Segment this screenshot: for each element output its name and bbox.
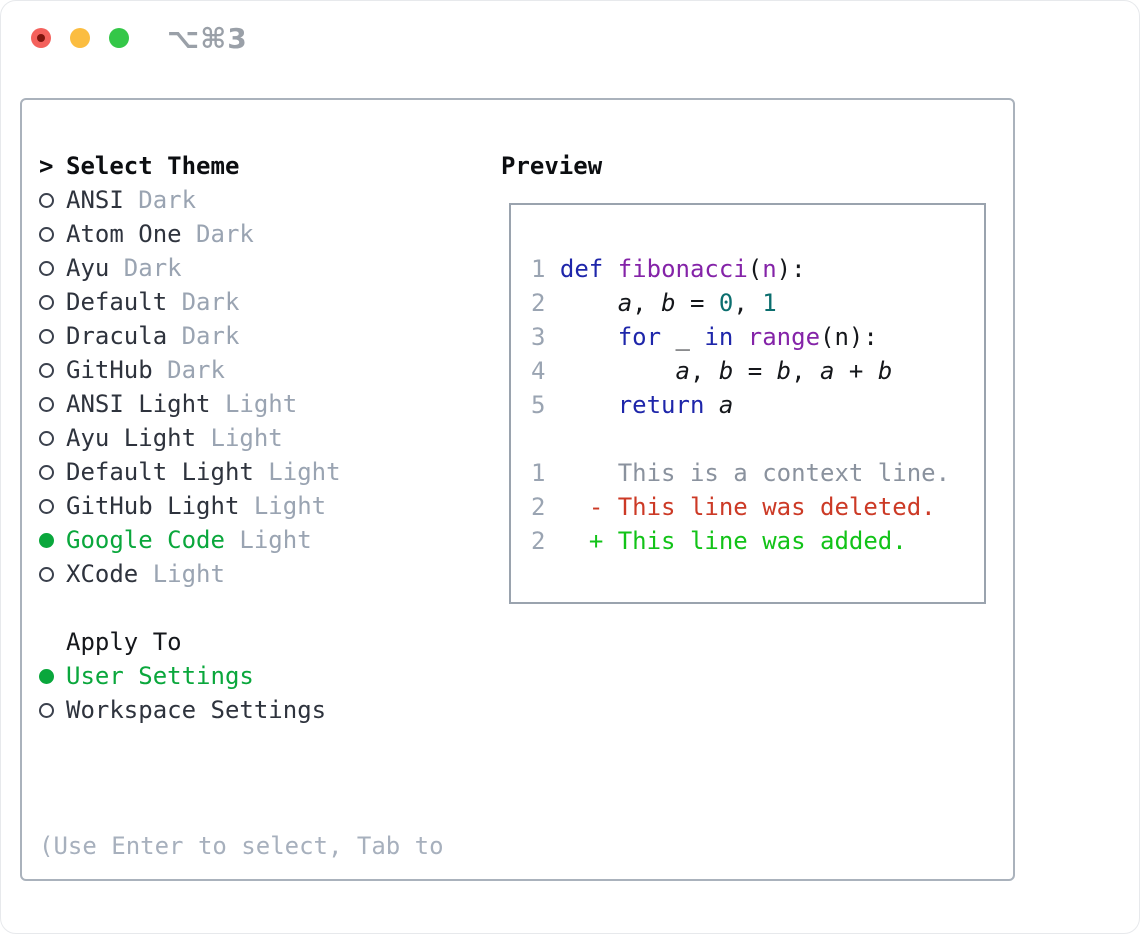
code-line: 3 for _ in range(n):	[531, 323, 878, 351]
theme-option-github-light[interactable]: GitHub Light Light	[39, 489, 444, 523]
select-theme-header: > Select Theme	[39, 149, 444, 183]
help-text: (Use Enter to select, Tab to change focu…	[39, 761, 444, 933]
theme-option-ayu-light[interactable]: Ayu Light Light	[39, 421, 444, 455]
radio-icon	[39, 226, 54, 242]
minimize-button[interactable]	[70, 28, 90, 48]
theme-option-default-light[interactable]: Default Light Light	[39, 455, 444, 489]
line-number: 2	[531, 527, 560, 555]
code-line: 2 - This line was deleted.	[531, 493, 936, 521]
theme-option-label: ANSI Light	[66, 390, 211, 418]
help-line-1: (Use Enter to select, Tab to	[39, 832, 444, 860]
apply-to-title: Apply To	[66, 628, 182, 656]
code-line: 4 a, b = b, a + b	[531, 357, 893, 385]
theme-option-label: ANSI	[66, 186, 124, 214]
code-line: 1 This is a context line.	[531, 459, 951, 487]
theme-variant-label: Light	[253, 458, 341, 486]
theme-variant-label: Light	[224, 526, 312, 554]
radio-icon	[39, 294, 54, 310]
apply-option-label: User Settings	[66, 662, 254, 690]
close-dot-icon	[37, 34, 45, 42]
spacer	[39, 591, 444, 625]
theme-variant-label: Dark	[167, 288, 240, 316]
line-number: 2	[531, 493, 560, 521]
spacer	[531, 422, 950, 456]
apply-option-label: Workspace Settings	[66, 696, 327, 724]
theme-option-google-code[interactable]: Google Code Light	[39, 523, 444, 557]
theme-option-label: Default	[66, 288, 168, 316]
theme-option-label: XCode	[66, 560, 139, 588]
code-line: 2 a, b = 0, 1	[531, 289, 777, 317]
theme-option-label: Ayu	[66, 254, 110, 282]
theme-option-label: Ayu Light	[66, 424, 197, 452]
code-line: 2 + This line was added.	[531, 527, 907, 555]
theme-option-label: Google Code	[66, 526, 225, 554]
zoom-button[interactable]	[109, 28, 129, 48]
code-preview: 1 def fibonacci(n): 2 a, b = 0, 1 3 for _ …	[531, 252, 950, 558]
theme-option-dracula[interactable]: Dracula Dark	[39, 319, 444, 353]
line-number: 1	[531, 459, 560, 487]
apply-to-header: Apply To	[39, 625, 444, 659]
theme-variant-label: Dark	[152, 356, 225, 384]
line-number: 4	[531, 357, 560, 385]
theme-option-atom-one[interactable]: Atom One Dark	[39, 217, 444, 251]
line-number: 3	[531, 323, 560, 351]
preview-header: Preview	[501, 152, 603, 180]
radio-icon	[39, 362, 54, 378]
select-theme-title: Select Theme	[66, 152, 240, 180]
theme-option-xcode[interactable]: XCode Light	[39, 557, 444, 591]
theme-variant-label: Dark	[123, 186, 197, 214]
theme-variant-label: Light	[196, 424, 283, 452]
spacer	[39, 727, 444, 761]
theme-option-default[interactable]: Default Dark	[39, 285, 444, 319]
radio-icon	[39, 192, 54, 208]
radio-icon	[39, 260, 54, 276]
radio-icon	[39, 702, 54, 718]
theme-option-label: Dracula	[66, 322, 168, 350]
theme-option-label: GitHub	[66, 356, 153, 384]
radio-selected-icon	[39, 532, 54, 548]
theme-variant-label: Light	[210, 390, 298, 418]
radio-icon	[39, 430, 54, 446]
radio-icon	[39, 464, 54, 480]
theme-option-github[interactable]: GitHub Dark	[39, 353, 444, 387]
radio-icon	[39, 396, 54, 412]
theme-variant-label: Dark	[167, 322, 240, 350]
code-line: 1 def fibonacci(n):	[531, 255, 806, 283]
theme-variant-label: Dark	[181, 220, 254, 248]
radio-icon	[39, 498, 54, 514]
titlebar: ⌥⌘3	[1, 1, 1139, 75]
preview-box: 1 def fibonacci(n): 2 a, b = 0, 1 3 for _ …	[509, 203, 986, 604]
line-number: 5	[531, 391, 560, 419]
theme-option-label: Default Light	[66, 458, 254, 486]
radio-selected-icon	[39, 668, 54, 684]
close-button[interactable]	[31, 28, 51, 48]
line-number: 1	[531, 255, 560, 283]
radio-icon	[39, 566, 54, 582]
apply-option-workspace-settings[interactable]: Workspace Settings	[39, 693, 444, 727]
theme-variant-label: Light	[138, 560, 225, 588]
theme-option-label: GitHub Light	[66, 492, 240, 520]
theme-variant-label: Light	[239, 492, 327, 520]
window-title: ⌥⌘3	[167, 22, 248, 55]
apply-option-user-settings[interactable]: User Settings	[39, 659, 444, 693]
focus-caret-icon: >	[39, 152, 54, 180]
radio-icon	[39, 328, 54, 344]
theme-option-label: Atom One	[66, 220, 182, 248]
line-number: 2	[531, 289, 560, 317]
theme-option-ansi[interactable]: ANSI Dark	[39, 183, 444, 217]
theme-option-ayu[interactable]: Ayu Dark	[39, 251, 444, 285]
theme-option-ansi-light[interactable]: ANSI Light Light	[39, 387, 444, 421]
code-line: 5 return a	[531, 391, 734, 419]
theme-variant-label: Dark	[109, 254, 182, 282]
